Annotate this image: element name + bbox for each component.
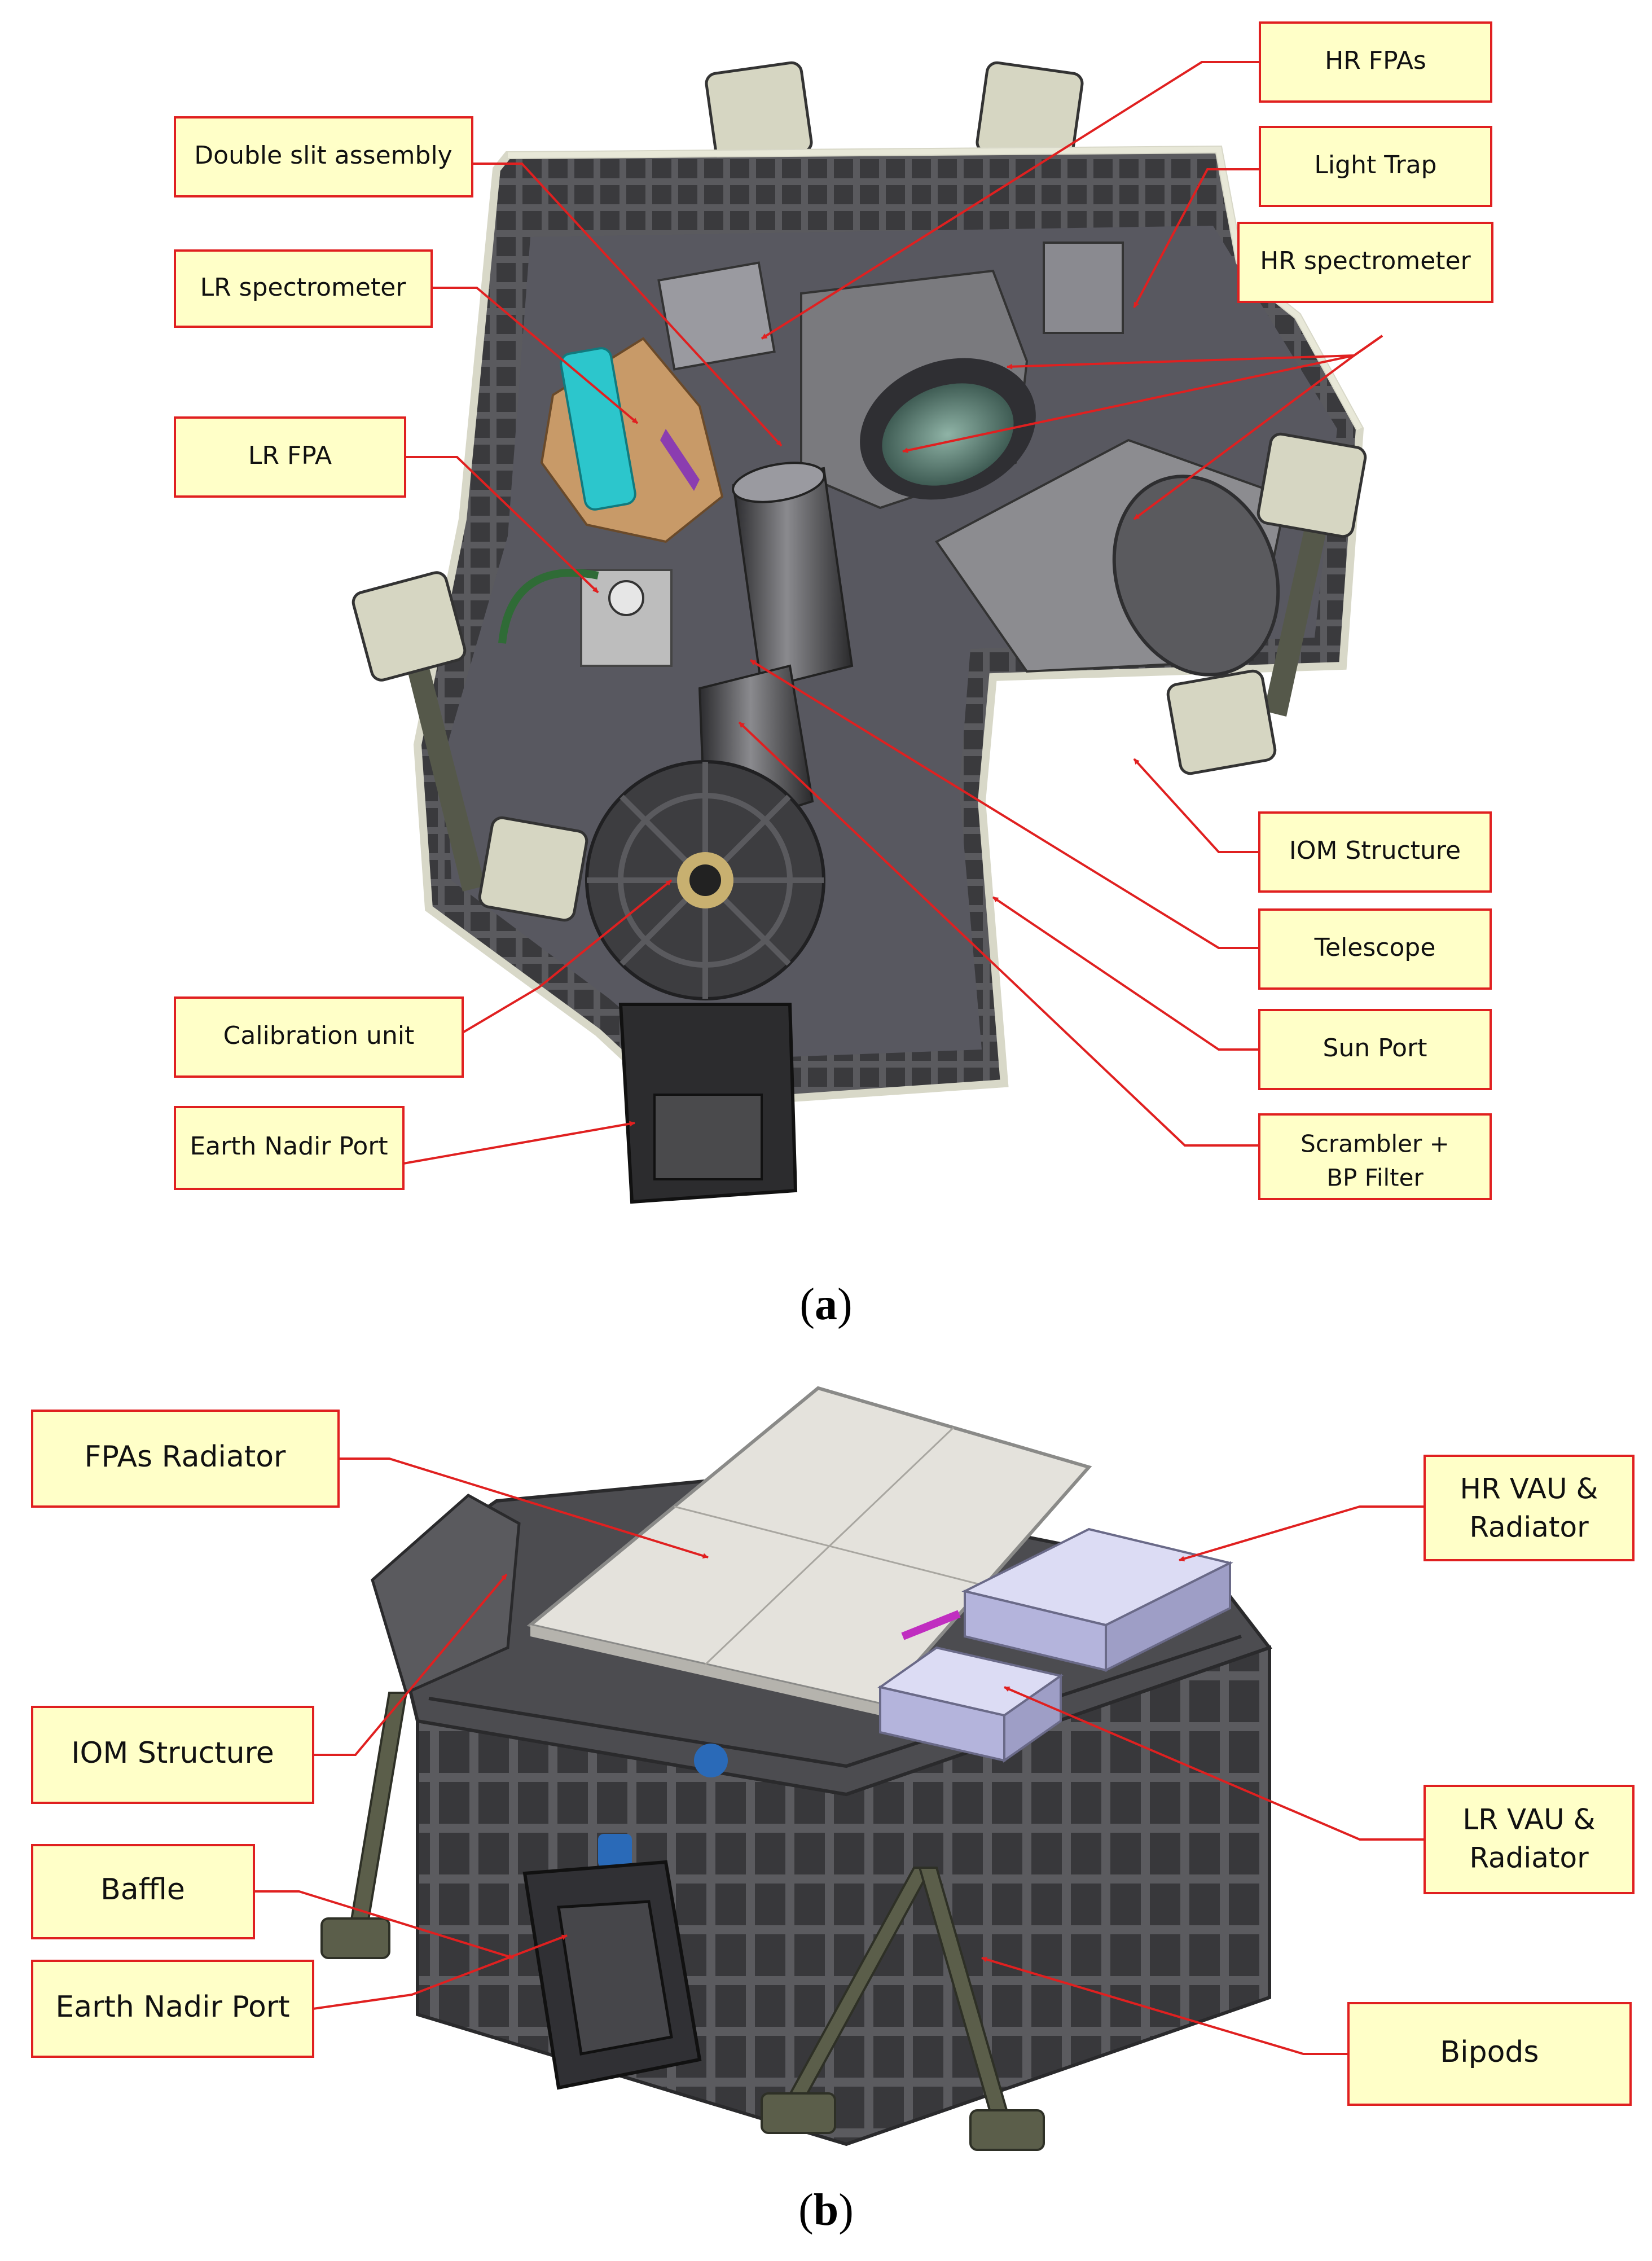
callout-sun-port: Sun Port xyxy=(1258,1009,1492,1090)
panel-b-leaders xyxy=(254,1457,1425,2055)
leader-earth-nadir xyxy=(403,1121,635,1165)
hr-spectrometer-body xyxy=(800,242,1124,510)
callout-telescope: Telescope xyxy=(1258,908,1492,990)
callout-label: IOM Structure xyxy=(71,1736,274,1770)
callout-double-slit-assembly: Double slit assembly xyxy=(174,116,473,197)
hr-vau-box xyxy=(961,1527,1233,1672)
bipods-b xyxy=(320,1692,1045,2151)
leader-hr-fpas xyxy=(761,61,1260,340)
leader-calibration xyxy=(462,879,673,1034)
callout-label: Light Trap xyxy=(1314,151,1436,179)
leader-lr-spectrometer xyxy=(432,287,639,424)
leader-telescope xyxy=(749,659,1259,949)
callout-earth-nadir-port: Earth Nadir Port xyxy=(174,1106,405,1190)
leader-bipods xyxy=(981,1956,1348,2055)
earth-nadir-port-a xyxy=(618,1003,798,1204)
callout-label: IOM Structure xyxy=(1289,836,1461,865)
callout-label: LR FPA xyxy=(248,441,332,470)
callout-label: Telescope xyxy=(1314,933,1436,962)
callout-label: LR spectrometer xyxy=(200,273,407,302)
callout-lr-fpa: LR FPA xyxy=(174,416,406,498)
earth-nadir-port-b-body xyxy=(522,1860,702,2090)
callout-label: FPAs Radiator xyxy=(85,1440,287,1474)
callout-label-line1: LR VAU & xyxy=(1462,1803,1595,1836)
fpas-radiator-plate xyxy=(526,1386,1092,1706)
panel-a-leaders xyxy=(403,61,1383,1165)
bipod-right xyxy=(1166,432,1367,775)
callout-baffle: Baffle xyxy=(31,1844,255,1939)
callout-scrambler-bp-filter: Scrambler + BP Filter xyxy=(1258,1113,1492,1200)
panel-b-drawing xyxy=(320,1386,1272,2151)
callout-hr-fpas: HR FPAs xyxy=(1259,21,1492,103)
callout-label-line2: Radiator xyxy=(1469,1842,1589,1874)
leader-earth-nadir-b xyxy=(313,1934,568,2010)
callout-calibration-unit: Calibration unit xyxy=(174,996,464,1078)
leader-light-trap xyxy=(1133,168,1260,308)
leader-lr-fpa xyxy=(405,456,599,594)
lr-fpa-bracket xyxy=(560,347,636,511)
panel-a-callouts: Double slit assembly LR spectrometer LR … xyxy=(174,21,1493,1200)
panel-a-label: (a) xyxy=(799,1280,852,1329)
callout-label: HR FPAs xyxy=(1325,46,1426,75)
callout-earth-nadir-port-b: Earth Nadir Port xyxy=(31,1960,314,2058)
leader-sun-port xyxy=(992,896,1259,1051)
callout-bipods: Bipods xyxy=(1347,2002,1632,2106)
lr-vau-box xyxy=(877,1646,1064,1763)
leader-baffle xyxy=(254,1890,514,1960)
hr-fpas-unit xyxy=(657,261,776,371)
panel-b-label: (b) xyxy=(798,2185,854,2235)
callout-label: Earth Nadir Port xyxy=(55,1990,289,2024)
callout-label-line2: Radiator xyxy=(1469,1511,1589,1544)
callout-fpas-radiator: FPAs Radiator xyxy=(31,1410,340,1508)
leader-iom-structure xyxy=(1133,758,1259,853)
callout-label-line1: Scrambler + xyxy=(1300,1130,1449,1158)
leader-fpas-radiator xyxy=(339,1457,709,1559)
callout-label: Earth Nadir Port xyxy=(190,1132,388,1161)
callout-label-line1: HR VAU & xyxy=(1460,1473,1598,1505)
callout-lr-vau-radiator: LR VAU & Radiator xyxy=(1423,1785,1635,1894)
leader-hr-spec-3 xyxy=(1133,335,1383,520)
panel-a-drawing xyxy=(352,61,1367,1204)
leader-scrambler xyxy=(738,721,1259,1147)
callout-iom-structure: IOM Structure xyxy=(1258,811,1492,893)
panel-b-callouts: FPAs Radiator IOM Structure Baffle Earth… xyxy=(31,1410,1635,2106)
lr-fpa-unit xyxy=(580,569,673,667)
leader-lr-vau xyxy=(1004,1686,1425,1841)
callout-hr-vau-radiator: HR VAU & Radiator xyxy=(1423,1455,1635,1561)
bipod-left xyxy=(352,571,588,922)
callout-label: Sun Port xyxy=(1323,1034,1427,1063)
callout-light-trap: Light Trap xyxy=(1259,126,1492,207)
callout-label: Calibration unit xyxy=(223,1021,415,1050)
callout-lr-spectrometer: LR spectrometer xyxy=(174,249,433,328)
callout-iom-structure-b: IOM Structure xyxy=(31,1706,314,1804)
callout-label-line2: BP Filter xyxy=(1326,1164,1423,1192)
callout-label: HR spectrometer xyxy=(1260,247,1471,275)
callout-label: Bipods xyxy=(1440,2035,1539,2069)
leader-hr-vau xyxy=(1179,1505,1425,1562)
callout-label: Baffle xyxy=(100,1873,185,1907)
leader-double-slit xyxy=(472,163,783,447)
leader-iom-structure-b xyxy=(313,1573,508,1756)
callout-hr-spectrometer: HR spectrometer xyxy=(1237,222,1493,303)
calibration-unit-disk xyxy=(585,760,825,1000)
callout-label: Double slit assembly xyxy=(194,141,452,170)
